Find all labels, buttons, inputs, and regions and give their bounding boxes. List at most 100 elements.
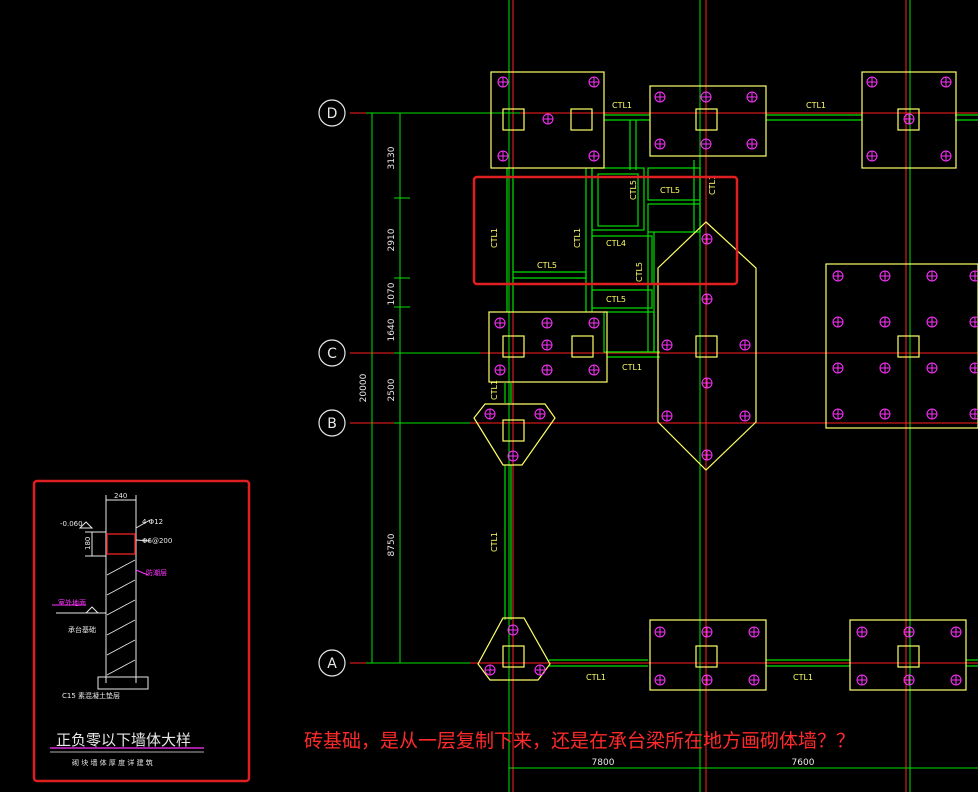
pile-cross [970, 317, 978, 327]
pile-cross [589, 365, 599, 375]
pile-cross [951, 627, 961, 637]
pile-cross [508, 625, 518, 635]
pile-cap-a1[interactable] [477, 617, 551, 681]
dim-d-c-4: 1640 [387, 318, 397, 341]
beam-label: CTL1 [612, 101, 632, 110]
pile-cross [970, 409, 978, 419]
dim-c-b: 2500 [387, 378, 397, 401]
pile-cross [508, 451, 518, 461]
dim-d-c-3: 1070 [387, 282, 397, 305]
axis-label-b: B [327, 416, 337, 432]
pile-cross [543, 114, 553, 124]
pile-cross [740, 340, 750, 350]
pile-cap-d1[interactable] [490, 71, 605, 169]
pile-cap-large[interactable] [825, 263, 978, 429]
dim-bay-2: 7600 [792, 758, 815, 768]
pile-cross [485, 665, 495, 675]
dim-total: 20000 [359, 373, 369, 402]
axis-bubble-a[interactable] [318, 649, 346, 677]
pile-cross [740, 411, 750, 421]
detail-subtitle: 砌 块 墙 体 厚 度 详 建 筑 [72, 758, 153, 767]
beam-label: CTL1 [586, 673, 606, 682]
axis-bubble-b[interactable] [318, 409, 346, 437]
pile-cross [970, 363, 978, 373]
pile-caps [473, 71, 978, 691]
axis-bubble-c[interactable] [318, 339, 346, 367]
axis-bubble-d[interactable] [318, 99, 346, 127]
axis-label-a: A [327, 656, 337, 672]
pile-cross [495, 318, 505, 328]
pile-cross [867, 77, 877, 87]
beam-label: CTL5 [606, 295, 626, 304]
pile-cross [970, 271, 978, 281]
pile-cross [857, 627, 867, 637]
beam-label: CTL1 [806, 101, 826, 110]
detail-note-1: 防潮层 [146, 568, 167, 577]
grid-lines [350, 0, 978, 792]
axis-label-d: D [327, 106, 338, 122]
pile-cross [589, 318, 599, 328]
highlight-box-detail [32, 479, 251, 783]
dim-d-c-1: 3130 [387, 146, 397, 169]
pile-cross [833, 271, 843, 281]
pile-cross [927, 363, 937, 373]
detail-title: 正负零以下墙体大样 [56, 731, 191, 749]
pile-cross [833, 409, 843, 419]
pile-cross [833, 317, 843, 327]
pile-cross [655, 627, 665, 637]
columns [502, 108, 920, 668]
pile-cross [702, 378, 712, 388]
pile-cross [542, 365, 552, 375]
pile-cross [495, 365, 505, 375]
detail-elevation: -0.060 [60, 520, 83, 528]
pile-cross [880, 409, 890, 419]
pile-cap-d3[interactable] [861, 71, 957, 169]
dim-b-a: 8750 [387, 533, 397, 556]
pile-cap-d2[interactable] [649, 85, 767, 157]
wall-section-detail: 240 -0.060 4 Φ12 Φ6@200 180 承台基础 C15 素混凝… [32, 479, 251, 783]
detail-rebar-2: Φ6@200 [142, 537, 172, 545]
pile-cross [904, 627, 914, 637]
pile-cross [542, 318, 552, 328]
pile-cross [927, 271, 937, 281]
beam-labels: CTL1 CTL1 CTL1 CTL1 CTL1 CTL5 CTL5 CTL4 … [490, 101, 826, 682]
question-text: 砖基础，是从一层复制下来，还是在承台梁所在地方画砌体墙？？ [304, 730, 856, 752]
pile-cross [498, 77, 508, 87]
beam-label: CTL5 [629, 180, 638, 200]
pile-cross [702, 294, 712, 304]
pile-cross [749, 675, 759, 685]
dim-bay-1: 7800 [592, 758, 615, 768]
pile-cap-a3[interactable] [849, 619, 967, 691]
beam-label: CTL1 [708, 175, 717, 195]
pile-cross [702, 675, 712, 685]
beam-label: CTL1 [490, 228, 499, 248]
beam-label: CTL5 [635, 262, 644, 282]
pile-cross [941, 151, 951, 161]
pile-cross [747, 139, 757, 149]
pile-cross [904, 114, 914, 124]
pile-cross [485, 409, 495, 419]
pile-cross [702, 450, 712, 460]
pile-cross [747, 92, 757, 102]
beam-label: CTL5 [660, 186, 680, 195]
ground-beams [504, 114, 978, 667]
pile-cross [589, 151, 599, 161]
pile-cap-c1[interactable] [488, 311, 608, 383]
highlight-box-plan [472, 175, 739, 286]
pile-cross [927, 409, 937, 419]
detail-height: 180 [84, 537, 92, 550]
pile-cross [701, 139, 711, 149]
pile-cap-center[interactable] [657, 221, 757, 471]
pile-cross [542, 340, 552, 350]
pile-cross [702, 234, 712, 244]
beam-label: CTL1 [622, 363, 642, 372]
beam-label: CTL4 [606, 239, 626, 248]
pile-cross [880, 317, 890, 327]
beam-label: CTL1 [573, 228, 582, 248]
bottom-dimension [508, 760, 978, 776]
pile-cap-b1[interactable] [473, 403, 556, 466]
pile-cross [833, 363, 843, 373]
pile-cap-a2[interactable] [649, 619, 767, 691]
pile-cross [498, 151, 508, 161]
